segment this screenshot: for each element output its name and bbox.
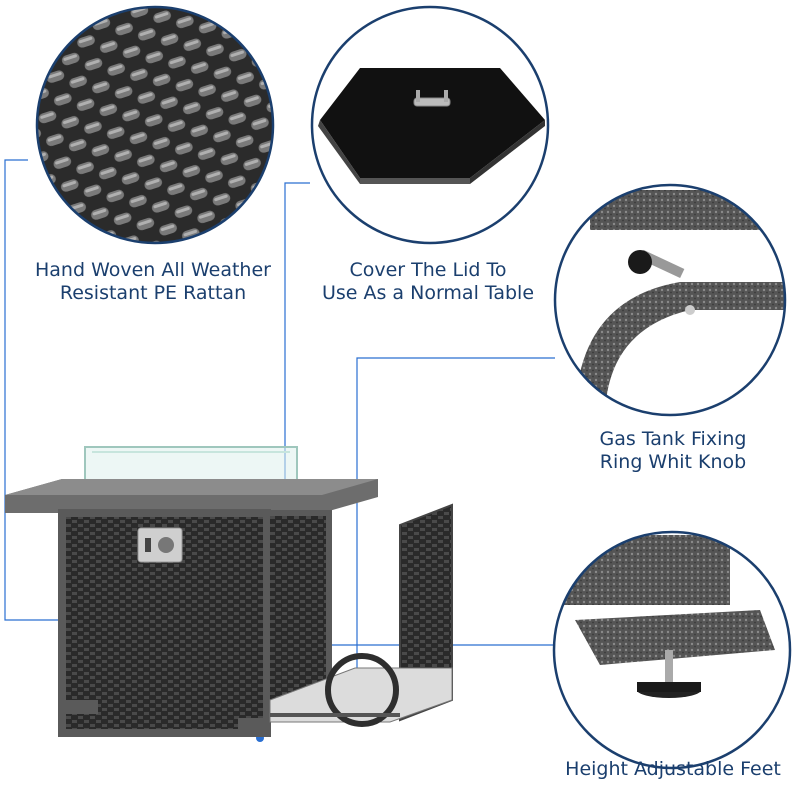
caption-tank-ring-line2: Ring Whit Knob (599, 451, 747, 473)
caption-tank-ring-line1: Gas Tank Fixing (599, 428, 747, 450)
caption-feet: Height Adjustable Feet (548, 758, 798, 781)
caption-rattan-line1: Hand Woven All Weather (35, 259, 271, 281)
caption-rattan-line2: Resistant PE Rattan (59, 282, 247, 304)
caption-tank-ring: Gas Tank Fixing Ring Whit Knob (568, 428, 778, 474)
tank-ring-detail-image (555, 185, 785, 415)
feet-detail-image (554, 532, 790, 768)
caption-rattan: Hand Woven All Weather Resistant PE Ratt… (18, 259, 288, 305)
caption-feet-line1: Height Adjustable Feet (565, 758, 781, 780)
caption-lid-line2: Use As a Normal Table (321, 282, 535, 304)
caption-lid-line1: Cover The Lid To (349, 259, 507, 281)
lid-detail-image (312, 7, 548, 243)
rattan-detail-image (37, 7, 273, 243)
fire-pit-table (5, 446, 453, 737)
caption-lid: Cover The Lid To Use As a Normal Table (298, 259, 558, 305)
